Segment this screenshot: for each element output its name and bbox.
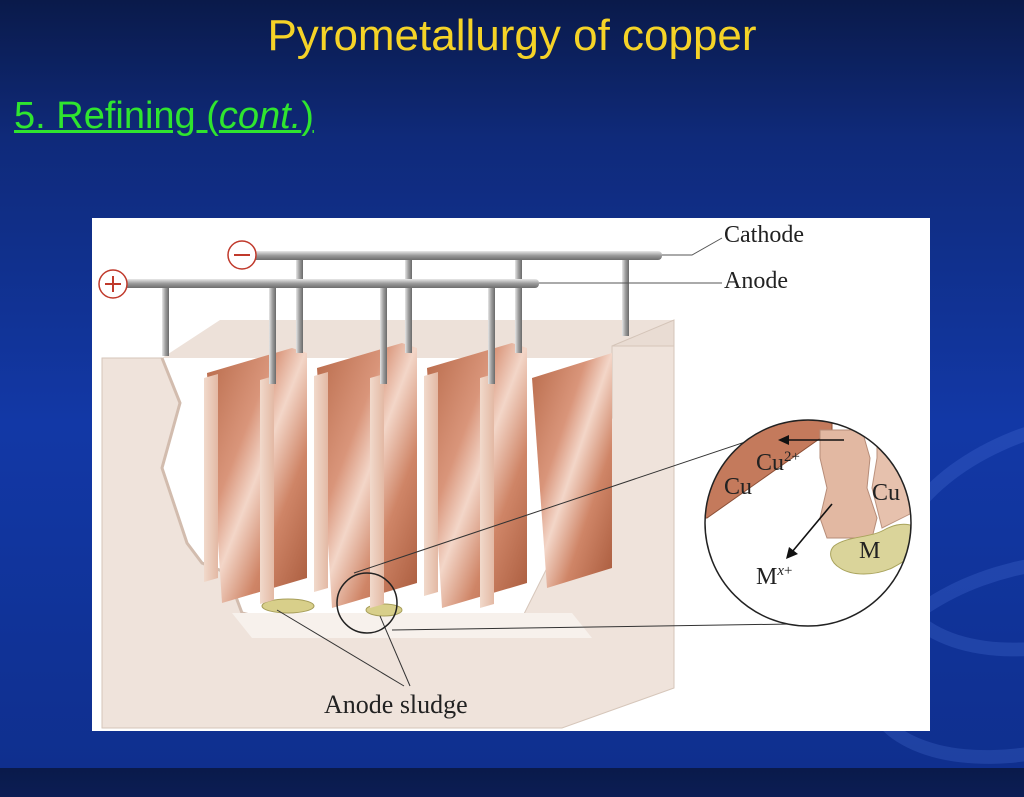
tank-cutaway-edge — [160, 357, 263, 620]
tank-back-wall — [162, 320, 674, 358]
inset-mx-label: Mx+ — [756, 564, 792, 591]
anode-sludge-label: Anode sludge — [324, 690, 468, 719]
cathode-label: Cathode — [724, 222, 804, 248]
inset-detail — [704, 419, 912, 627]
cu2-base: Cu — [756, 450, 785, 476]
tank-floor — [232, 613, 592, 638]
zoom-line — [391, 623, 793, 631]
subtitle-close: ) — [301, 95, 314, 137]
anode-label: Anode — [724, 268, 788, 294]
mx-charge-italic: x — [777, 563, 784, 579]
inset-cu-right-label: Cu — [872, 480, 901, 506]
cathode-bus-bar — [252, 251, 662, 260]
electrode-hangers — [162, 258, 629, 384]
slide-title: Pyrometallurgy of copper — [267, 11, 757, 60]
subtitle-italic: cont. — [218, 95, 302, 137]
electrolytic-cell-diagram — [98, 237, 912, 729]
mx-charge-sign: + — [783, 563, 793, 579]
cathode-leader-line — [662, 237, 723, 256]
inset-m-solid-label: M — [859, 538, 881, 564]
mx-base: M — [756, 564, 778, 590]
subtitle-main: 5. Refining ( — [14, 95, 219, 137]
anode-sludge-blob — [261, 598, 315, 614]
inset-cu2-label: Cu2+ — [756, 450, 800, 477]
anode-bus-bar — [124, 279, 539, 288]
cu2-charge: 2+ — [784, 449, 800, 465]
metal-ion-arrow — [791, 503, 833, 553]
inset-cu-left-label: Cu — [724, 474, 753, 500]
magnifier-circle — [336, 572, 398, 634]
anode-sludge-leader — [276, 609, 405, 687]
electrorefining-figure: Cathode Anode Anode sludge Cu Cu2+ Cu M … — [92, 218, 930, 731]
slide-subtitle: 5. Refining (cont.) — [14, 92, 314, 140]
electrode-plates — [204, 343, 612, 608]
zoom-line — [353, 432, 773, 574]
